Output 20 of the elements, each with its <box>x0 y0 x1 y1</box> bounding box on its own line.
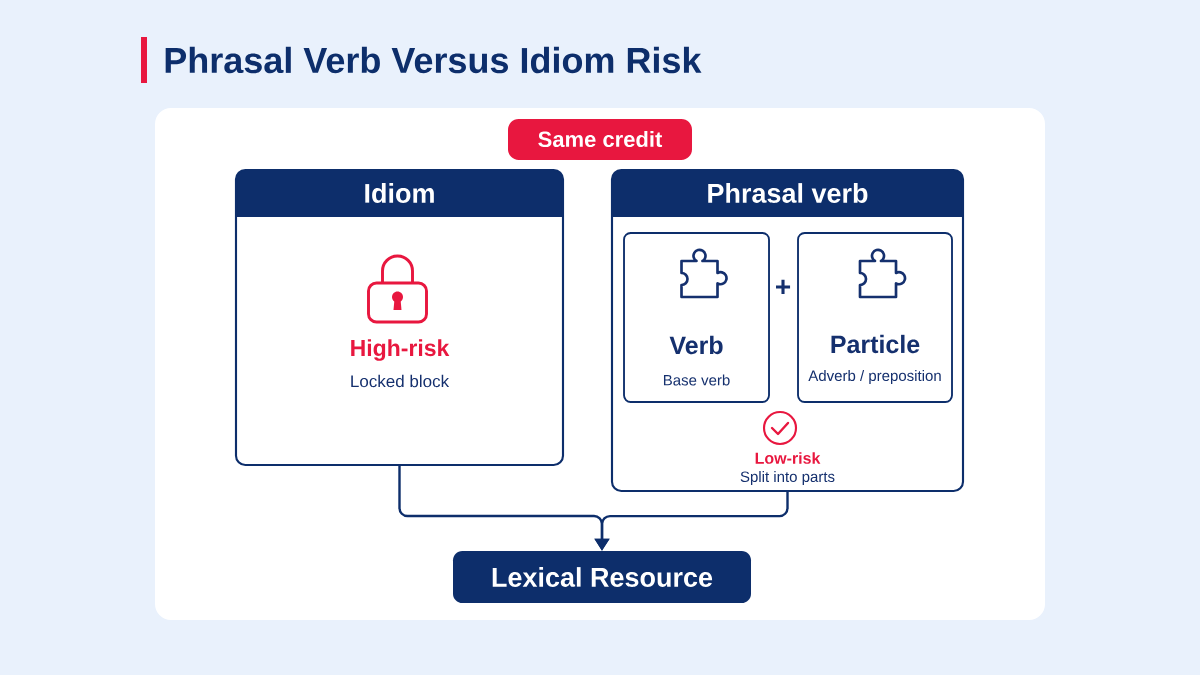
part-card <box>623 232 770 403</box>
part-heading: Particle <box>831 334 920 354</box>
badge-label: Same credit <box>538 130 663 148</box>
title: Phrasal Verb Versus Idiom Risk <box>165 46 702 74</box>
description-text: Base verb <box>664 374 730 386</box>
description-text: Adverb / preposition <box>808 370 941 384</box>
category-panel <box>234 168 565 467</box>
panel-heading: Idiom <box>365 183 434 203</box>
credit-badge <box>508 119 692 160</box>
panel-heading: Phrasal verb <box>708 183 868 203</box>
part-card <box>797 232 953 403</box>
result-label: Lexical Resource <box>492 567 713 587</box>
description-text: Split into parts <box>740 471 835 485</box>
part-heading: Verb <box>669 335 723 355</box>
plus-sign: + <box>776 279 791 294</box>
description-text: Locked block <box>351 374 450 388</box>
risk-label: Low-risk <box>755 452 821 464</box>
risk-label: High-risk <box>351 339 450 361</box>
result-box <box>453 551 751 603</box>
category-panel <box>610 168 965 493</box>
